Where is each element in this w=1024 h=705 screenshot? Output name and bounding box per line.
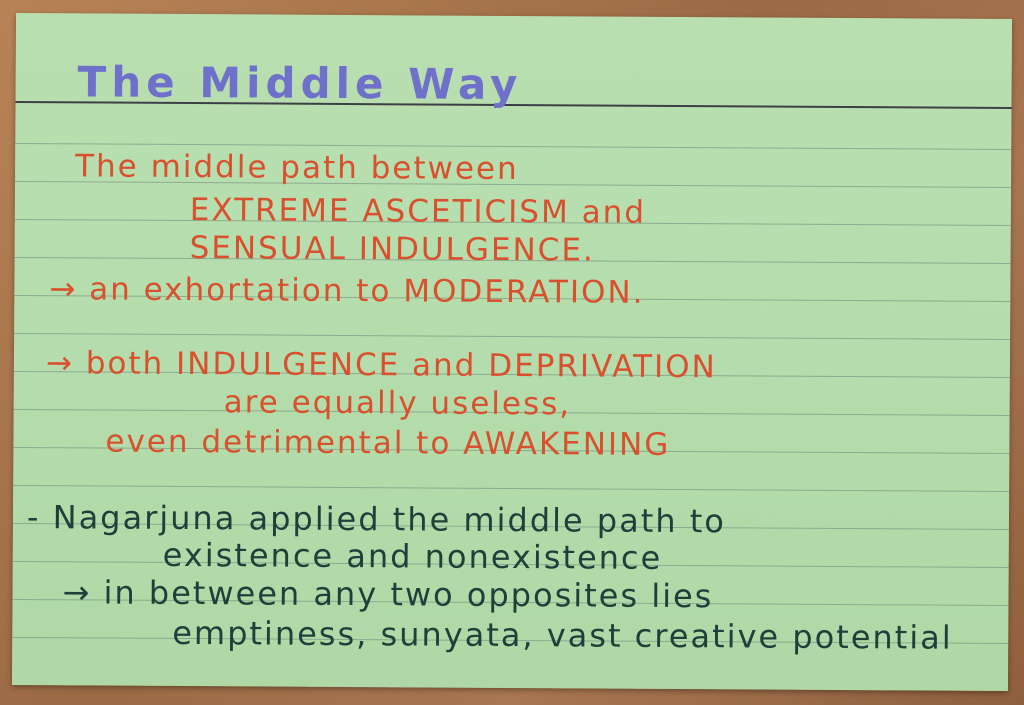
- note-line-2: EXTREME ASCETICISM and: [189, 192, 647, 231]
- note-line-11: emptiness, sunyata, vast creative potent…: [172, 613, 953, 657]
- note-line-3: SENSUAL INDULGENCE.: [189, 230, 595, 269]
- card-ruled-line: [13, 484, 1010, 493]
- note-line-8: - Nagarjuna applied the middle path to: [26, 498, 727, 541]
- card-ruled-line: [14, 332, 1011, 341]
- note-line-7: even detrimental to AWAKENING: [105, 423, 671, 463]
- note-line-1: The middle path between: [75, 148, 519, 188]
- note-line-9: existence and nonexistence: [162, 535, 663, 577]
- note-line-10: → in between any two opposites lies: [62, 573, 714, 616]
- card-title: The Middle Way: [77, 57, 523, 110]
- note-line-5: → both INDULGENCE and DEPRIVATION: [45, 345, 717, 386]
- note-line-4: → an exhortation to MODERATION.: [49, 271, 645, 311]
- note-line-6: are equally useless,: [223, 384, 572, 423]
- index-card: The Middle Way The middle path between E…: [11, 12, 1013, 692]
